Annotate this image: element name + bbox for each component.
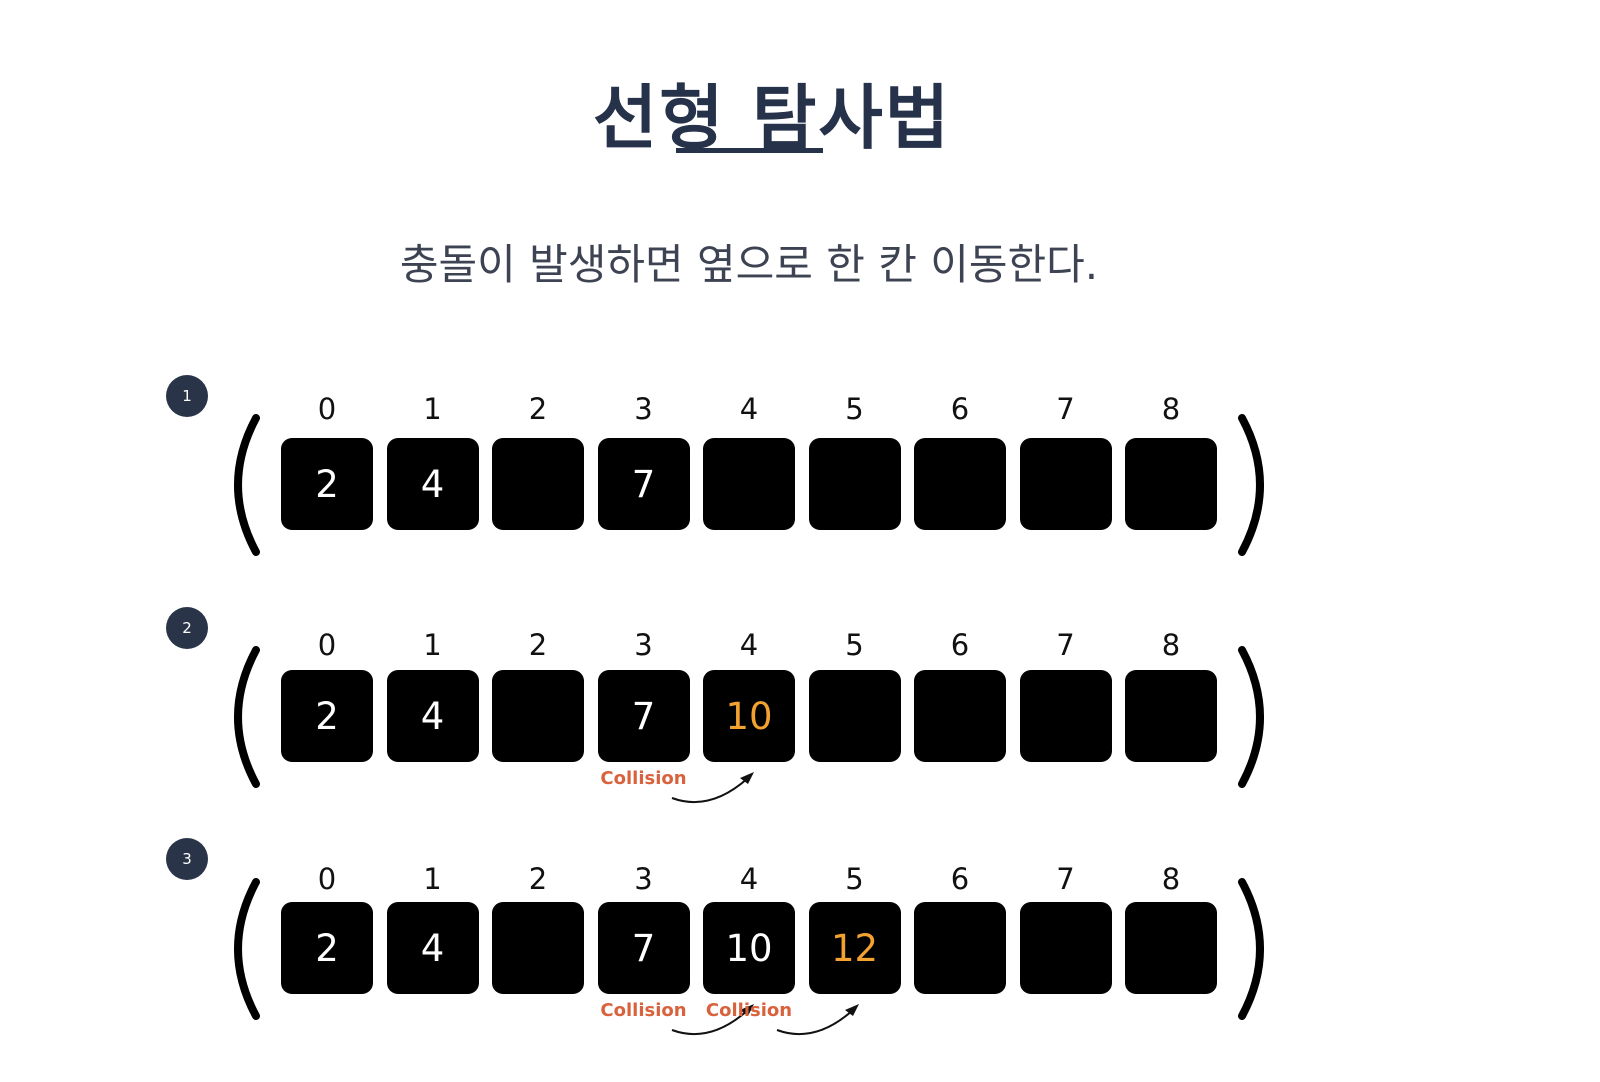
hash-table-cell: 2 [281, 670, 373, 762]
index-label: 3 [634, 392, 653, 426]
index-label: 0 [317, 862, 337, 896]
index-label: 1 [423, 862, 442, 896]
hash-table-cell: 7 [597, 902, 690, 994]
index-label: 3 [634, 628, 653, 662]
step-badge: 3 [166, 838, 208, 880]
hash-table-cell [492, 438, 584, 530]
hash-table-cell [703, 438, 795, 530]
hash-table-cell [914, 438, 1006, 530]
index-label: 2 [528, 862, 548, 896]
index-label: 5 [845, 628, 864, 662]
index-label: 7 [1056, 862, 1075, 896]
hash-table-cell: 4 [386, 902, 479, 994]
index-label: 0 [317, 628, 337, 662]
subtitle: 충돌이 발생하면 옆으로 한 칸 이동한다. [399, 240, 1099, 289]
collision-label: Collision [705, 1000, 793, 1021]
right-bracket [1238, 414, 1264, 556]
index-label: 4 [739, 628, 759, 662]
index-label: 7 [1056, 628, 1075, 662]
index-label: 7 [1056, 392, 1075, 426]
index-label: 4 [739, 392, 759, 426]
hash-table-cell [914, 902, 1006, 994]
index-label: 8 [1161, 862, 1181, 896]
left-bracket [234, 414, 260, 556]
hash-table-cell [1125, 670, 1217, 762]
collision-label: Collision [600, 1000, 687, 1021]
index-label: 4 [739, 862, 759, 896]
hash-table-cell: 7 [597, 670, 690, 762]
index-label: 3 [634, 862, 653, 896]
hash-table-cell: 2 [281, 438, 373, 530]
index-label: 0 [317, 392, 337, 426]
title-underline [676, 148, 823, 153]
index-label: 1 [423, 628, 442, 662]
hash-table-cell [808, 438, 901, 530]
right-bracket [1238, 878, 1264, 1020]
index-label: 1 [423, 392, 442, 426]
hash-table-cell [1019, 438, 1112, 530]
hash-table-cell: 4 [386, 438, 479, 530]
index-label: 2 [528, 392, 548, 426]
index-label: 6 [950, 862, 970, 896]
index-label: 6 [950, 628, 970, 662]
hash-table-cell [1019, 902, 1112, 994]
collision-arrow-icon [671, 772, 754, 804]
hash-table-cell: 10 [703, 902, 795, 994]
hash-table-cell [914, 670, 1006, 762]
index-label: 5 [845, 392, 864, 426]
hash-table-cell: 4 [386, 670, 479, 762]
index-label: 2 [528, 628, 548, 662]
index-label: 8 [1161, 628, 1181, 662]
collision-arrow-icon [671, 1004, 754, 1036]
index-label: 6 [950, 392, 970, 426]
hash-table-cell [492, 902, 584, 994]
hash-table-cell [808, 670, 901, 762]
collision-label: Collision [600, 768, 687, 789]
left-bracket [234, 878, 260, 1020]
index-label: 5 [845, 862, 864, 896]
page-title: 선형 탐사법 [592, 77, 952, 159]
hash-table-cell: 7 [597, 438, 690, 530]
hash-table-cell: 12 [808, 902, 901, 994]
hash-table-cell: 2 [281, 902, 373, 994]
hash-table-cell [1125, 902, 1217, 994]
hash-table-cell [1125, 438, 1217, 530]
step-badge: 1 [166, 375, 208, 417]
step-badge: 2 [166, 607, 208, 649]
hash-table-cell [492, 670, 584, 762]
right-bracket [1238, 646, 1264, 788]
index-label: 8 [1161, 392, 1181, 426]
collision-arrow-icon [776, 1004, 859, 1036]
hash-table-cell: 10 [703, 670, 795, 762]
left-bracket [234, 646, 260, 788]
hash-table-cell [1019, 670, 1112, 762]
